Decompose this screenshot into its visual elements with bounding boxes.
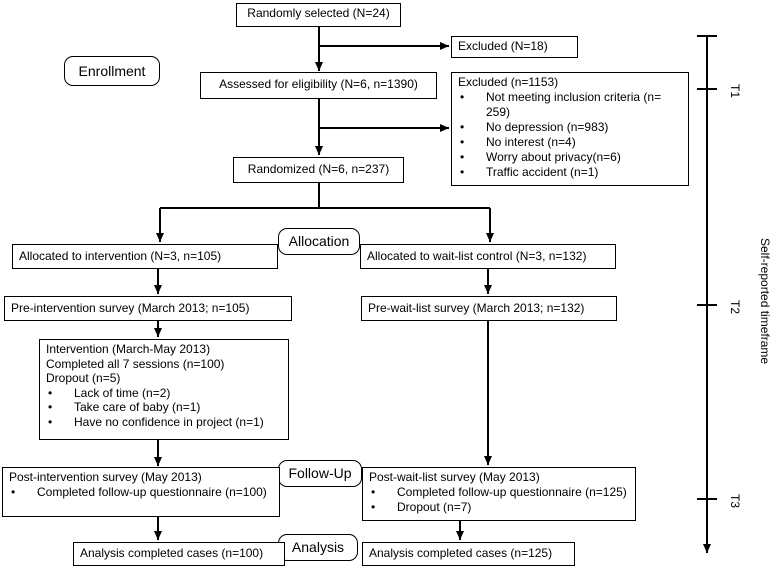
- analysis-left-box: Analysis completed cases (n=100): [73, 542, 285, 566]
- post-intervention-box: Post-intervention survey (May 2013) Comp…: [2, 467, 280, 517]
- timeline-t1: T1: [728, 84, 742, 99]
- post-waitlist-list: Completed follow-up questionnaire (n=125…: [369, 485, 629, 515]
- allocated-waitlist-box: Allocated to wait-list control (N=3, n=1…: [360, 244, 616, 269]
- allocated-intervention-box: Allocated to intervention (N=3, n=105): [12, 244, 278, 269]
- excluded-box-1: Excluded (N=18): [451, 36, 578, 58]
- post-waitlist-title: Post-wait-list survey (May 2013): [369, 470, 540, 484]
- intervention-line: Completed all 7 sessions (n=100): [46, 356, 225, 371]
- analysis-right-box: Analysis completed cases (n=125): [362, 542, 575, 566]
- list-item: Completed follow-up questionnaire (n=125…: [369, 485, 629, 500]
- pre-waitlist-box: Pre-wait-list survey (March 2013; n=132): [361, 296, 617, 321]
- list-item: Not meeting inclusion criteria (n=: [458, 90, 682, 105]
- list-item: Worry about privacy(n=6): [458, 150, 682, 165]
- pre-intervention-box: Pre-intervention survey (March 2013; n=1…: [4, 296, 292, 321]
- excluded-box-2: Excluded (n=1153) Not meeting inclusion …: [451, 72, 689, 186]
- section-label-followup: Follow-Up: [278, 460, 362, 487]
- list-item: Take care of baby (n=1): [46, 400, 282, 415]
- intervention-line: Dropout (n=5): [46, 371, 121, 385]
- post-intervention-list: Completed follow-up questionnaire (n=100…: [9, 485, 273, 500]
- dropout-list: Lack of time (n=2) Take care of baby (n=…: [46, 386, 282, 430]
- list-item: Lack of time (n=2): [46, 386, 282, 401]
- list-item-continuation: 259): [486, 105, 511, 119]
- list-item: Completed follow-up questionnaire (n=100…: [9, 485, 273, 500]
- list-item: Have no confidence in project (n=1): [46, 415, 282, 430]
- timeline-t3: T3: [728, 494, 742, 509]
- randomized-box: Randomized (N=6, n=237): [233, 157, 404, 183]
- list-item: Dropout (n=7): [369, 500, 629, 515]
- excluded-title: Excluded (n=1153): [458, 75, 559, 89]
- post-intervention-title: Post-intervention survey (May 2013): [9, 470, 202, 484]
- timeline-label: Self-reported timeframe: [758, 238, 772, 365]
- timeline-t2: T2: [728, 300, 742, 315]
- section-label-allocation: Allocation: [278, 228, 360, 255]
- post-waitlist-box: Post-wait-list survey (May 2013) Complet…: [362, 467, 636, 521]
- randomly-selected-box: Randomly selected (N=24): [236, 3, 401, 27]
- list-item: Traffic accident (n=1): [458, 165, 682, 180]
- assessed-box: Assessed for eligibility (N=6, n=1390): [200, 72, 437, 99]
- intervention-box: Intervention (March-May 2013) Completed …: [39, 339, 289, 440]
- excluded-list: Not meeting inclusion criteria (n= 259) …: [458, 90, 682, 180]
- list-item: No depression (n=983): [458, 120, 682, 135]
- section-label-enrollment: Enrollment: [64, 56, 160, 86]
- intervention-line: Intervention (March-May 2013): [46, 342, 211, 356]
- list-item: No interest (n=4): [458, 135, 682, 150]
- section-label-analysis: Analysis: [278, 534, 358, 561]
